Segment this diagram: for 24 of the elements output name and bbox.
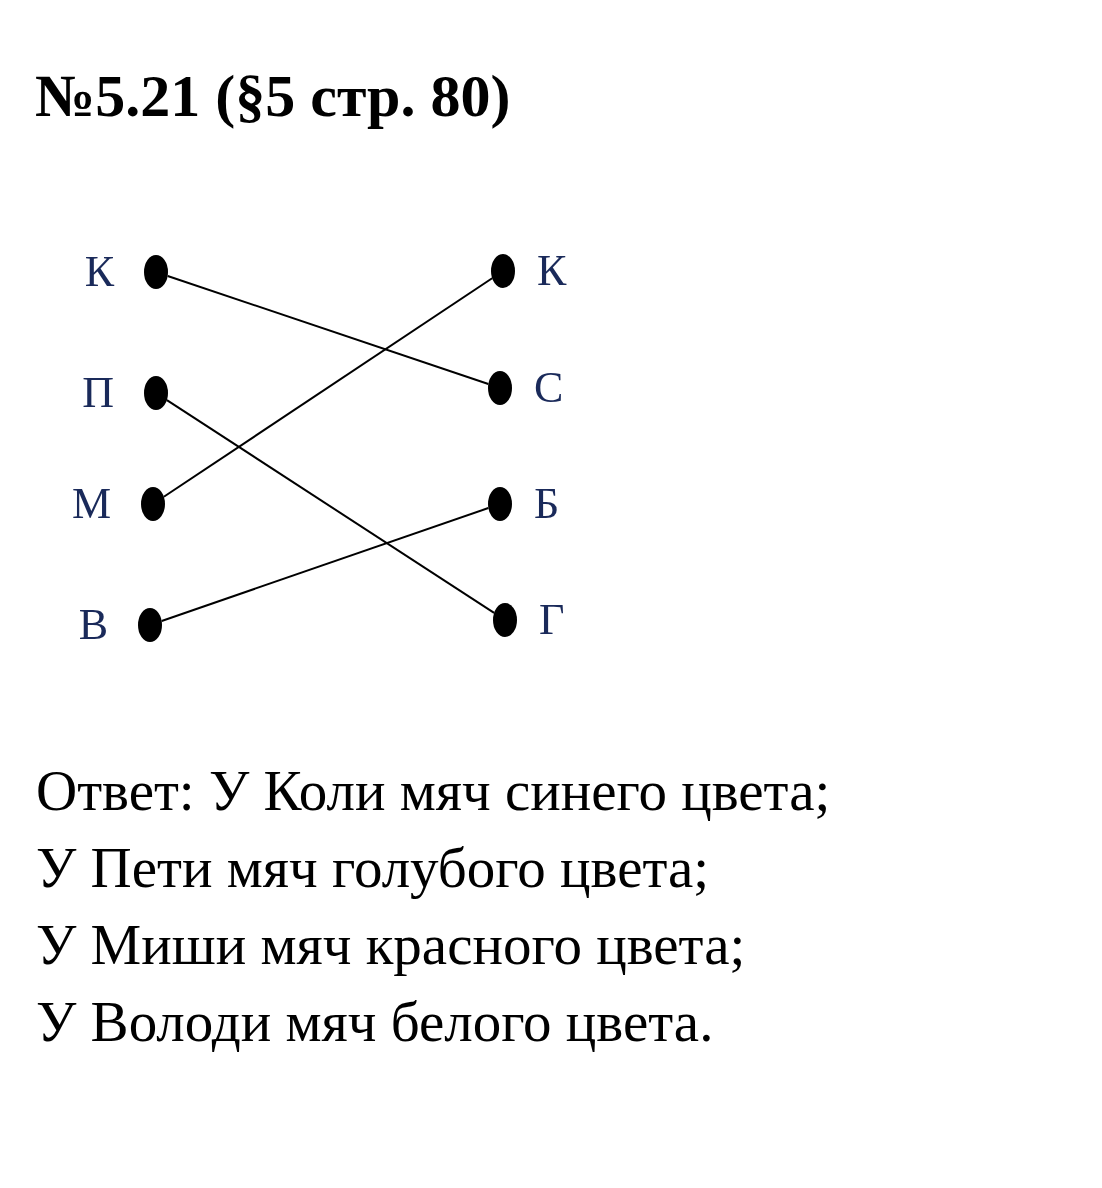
answer-line: Ответ: У Коли мяч синего цвета; [36,758,831,824]
connector-line [166,274,490,386]
answer-line: У Пети мяч голубого цвета; [36,835,711,901]
letter-label: М [71,482,111,526]
answer-line: У Володи мяч белого цвета. [36,989,715,1055]
dot [493,603,517,637]
letter-label: К [84,250,114,294]
answer-line: У Миши мяч красного цвета; [36,912,747,978]
dot [488,487,512,521]
dot [488,371,512,405]
letter-label: В [78,603,108,647]
dot [141,487,165,521]
dot [144,255,168,289]
connector-line [160,507,490,622]
letter-label: Б [534,482,560,526]
dot [138,608,162,642]
connector-line [162,277,494,498]
connector-line [165,399,496,614]
letter-label: К [537,249,567,293]
letter-label: П [82,371,114,415]
letter-label: Г [539,598,565,642]
letter-label: С [534,366,564,410]
dot [491,254,515,288]
dot [144,376,168,410]
